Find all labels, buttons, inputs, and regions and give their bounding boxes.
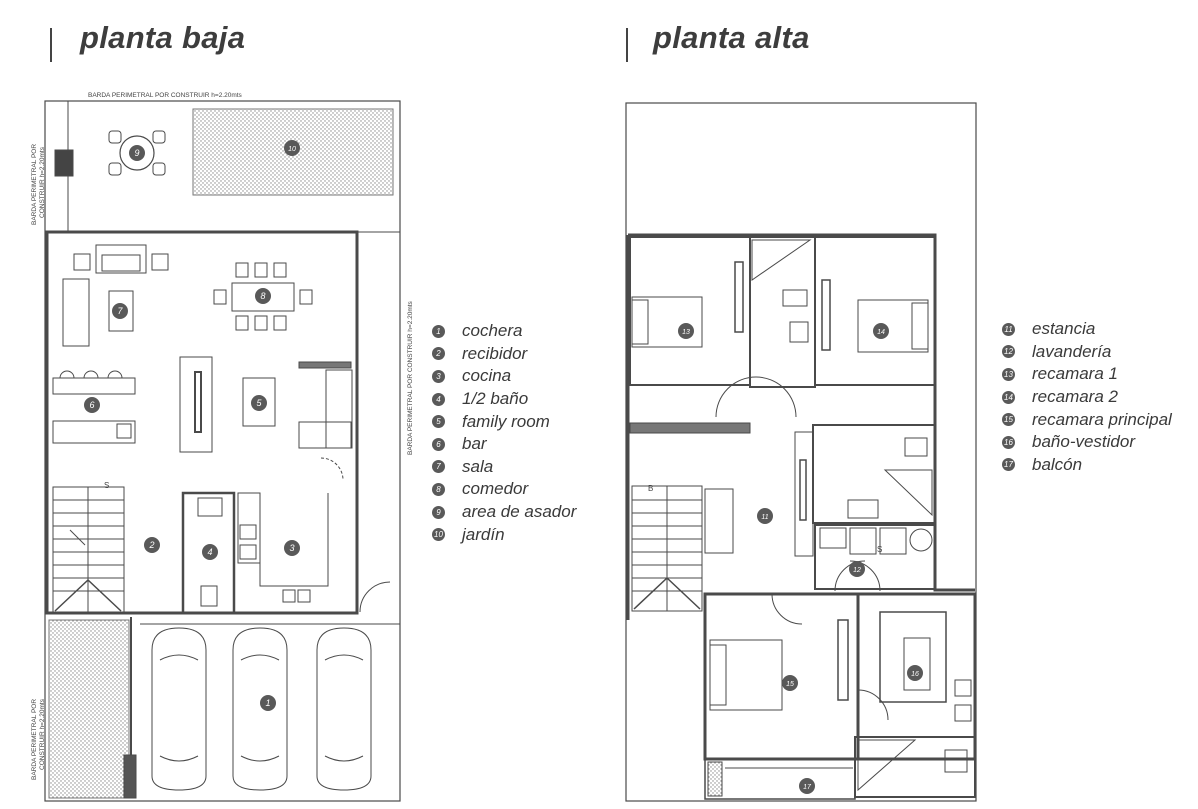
legend-label: recamara principal [1032, 409, 1172, 429]
upper-floor-plan [625, 102, 977, 802]
marker-9: 9 [134, 148, 139, 158]
legend-item: 3 cocina [432, 365, 576, 388]
legend-item: 6 bar [432, 433, 576, 456]
left-wall-note-1: BARDA PERIMETRAL POR [31, 144, 38, 225]
legend-label: cocina [462, 366, 512, 386]
legend-label: baño-vestidor [1032, 432, 1136, 452]
stair-mark-upper: B [648, 484, 653, 493]
legend-label: estancia [1032, 319, 1096, 339]
legend-number: 8 [432, 482, 445, 496]
legend-label: area de asador [462, 502, 577, 522]
legend-label: comedor [462, 479, 529, 499]
legend-label: recamara 1 [1032, 364, 1118, 384]
legend-item: 9 area de asador [432, 501, 576, 524]
legend-label: jardín [462, 524, 505, 544]
legend-label: 1/2 baño [462, 389, 529, 409]
marker-15: 15 [786, 681, 794, 688]
legend-number: 3 [432, 369, 445, 383]
ground-floor-title: planta baja [80, 20, 246, 55]
grill-table [108, 130, 166, 176]
legend-label: family room [462, 411, 550, 431]
garage-wall-note-1: BARDA PERIMETRAL POR [31, 699, 38, 780]
room-markers-upper: 11 12 13 14 15 16 17 [678, 323, 923, 794]
left-wall-note-2: CONSTRUIR h=2.20mts [39, 146, 46, 218]
legend-number: 14 [1002, 390, 1015, 404]
legend-item: 2 recibidor [432, 343, 576, 366]
marker-7: 7 [117, 306, 123, 316]
marker-10: 10 [288, 146, 296, 153]
legend-number: 1 [432, 324, 445, 338]
legend-label: sala [462, 456, 494, 476]
legend-number: 16 [1002, 435, 1015, 449]
legend-number: 6 [432, 437, 445, 451]
marker-17: 17 [803, 784, 812, 791]
legend-item: 17 balcón [1002, 454, 1172, 477]
legend-number: 15 [1002, 413, 1015, 427]
legend-number: 11 [1002, 322, 1015, 336]
legend-label: cochera [462, 321, 523, 341]
marker-11: 11 [761, 514, 768, 521]
legend-number: 12 [1002, 345, 1015, 359]
legend-item: 8 comedor [432, 478, 576, 501]
marker-4: 4 [207, 547, 212, 557]
legend-label: recibidor [462, 343, 528, 363]
garage-wall-note-2: CONSTRUIR h=2.20mts [39, 698, 46, 770]
legend-number: 5 [432, 415, 445, 429]
legend-item: 15 recamara principal [1002, 408, 1172, 431]
legend-item: 5 family room [432, 410, 576, 433]
parked-cars [151, 627, 372, 791]
legend-label: lavandería [1032, 341, 1112, 361]
marker-13: 13 [682, 329, 690, 336]
legend-number: 10 [432, 528, 445, 542]
top-wall-note: BARDA PERIMETRAL POR CONSTRUIR h=2.20mts [88, 92, 243, 99]
marker-6: 6 [89, 400, 94, 410]
room-markers-ground: 1 2 3 4 5 6 7 8 9 10 [84, 140, 300, 711]
title-divider-ground [50, 28, 52, 62]
legend-label: balcón [1032, 454, 1083, 474]
legend-label: bar [462, 434, 487, 454]
marker-1: 1 [265, 698, 270, 708]
legend-item: 1 cochera [432, 320, 576, 343]
marker-8: 8 [260, 291, 265, 301]
legend-upper-floor: 11 estancia 12 lavandería 13 recamara 1 14 r… [1002, 318, 1172, 476]
title-divider-upper [626, 28, 628, 62]
legend-number: 9 [432, 505, 445, 519]
legend-number: 2 [432, 347, 445, 361]
legend-item: 7 sala [432, 456, 576, 479]
legend-item: 10 jardín [432, 523, 576, 546]
legend-item: 14 recamara 2 [1002, 386, 1172, 409]
legend-ground-floor: 1 cochera 2 recibidor 3 cocina 4 1/2 baño 5 f… [432, 320, 576, 546]
marker-14: 14 [877, 329, 885, 336]
legend-item: 12 lavandería [1002, 341, 1172, 364]
marker-2: 2 [148, 540, 154, 550]
legend-number: 17 [1002, 458, 1015, 472]
legend-item: 11 estancia [1002, 318, 1172, 341]
ground-floor-plan [44, 100, 401, 802]
marker-16: 16 [911, 671, 919, 678]
laundry-mark: S [877, 545, 882, 554]
upper-floor-title: planta alta [653, 20, 810, 55]
legend-item: 4 1/2 baño [432, 388, 576, 411]
stair-mark-ground: S [104, 481, 109, 490]
marker-5: 5 [256, 398, 262, 408]
legend-item: 16 baño-vestidor [1002, 431, 1172, 454]
marker-3: 3 [289, 543, 294, 553]
marker-12: 12 [853, 567, 861, 574]
right-wall-note: BARDA PERIMETRAL POR CONSTRUIR h=2.20mts [407, 300, 414, 455]
legend-label: recamara 2 [1032, 387, 1118, 407]
legend-number: 7 [432, 460, 445, 474]
legend-number: 4 [432, 392, 445, 406]
legend-item: 13 recamara 1 [1002, 363, 1172, 386]
legend-number: 13 [1002, 367, 1015, 381]
